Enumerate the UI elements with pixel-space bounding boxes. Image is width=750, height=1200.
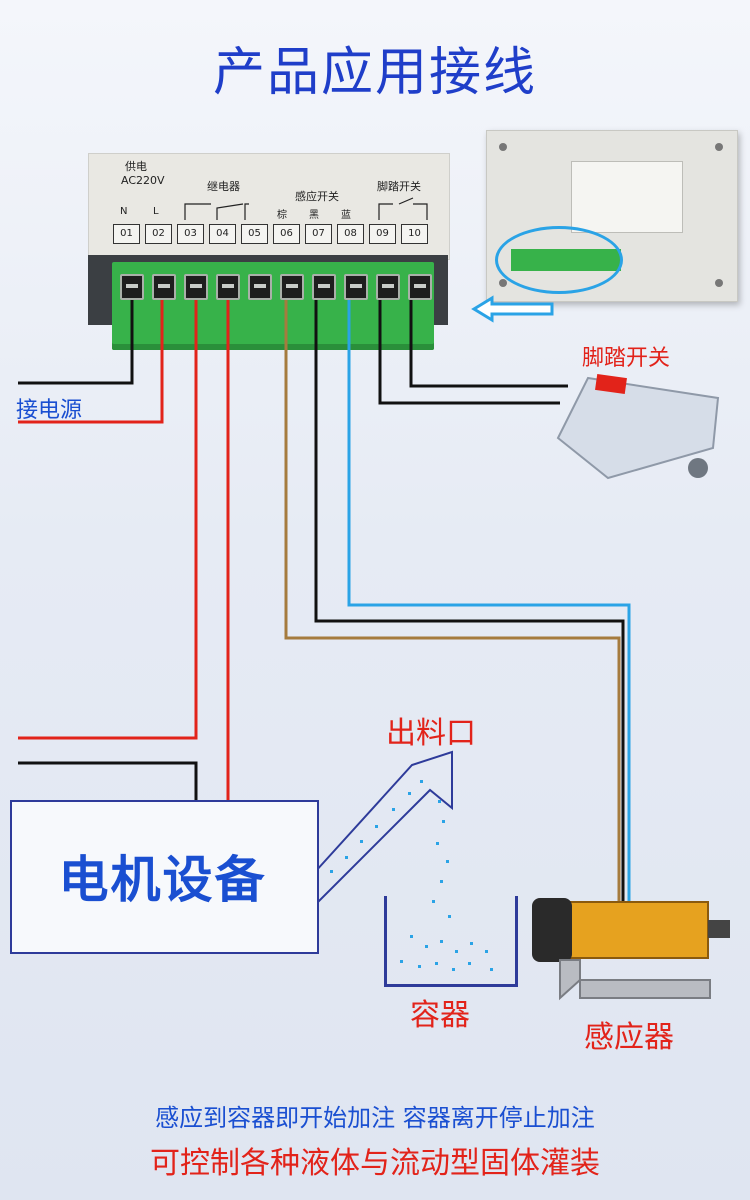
controller-photo: [486, 130, 738, 302]
pin-number: 10: [401, 224, 428, 244]
motor-device-label: 电机设备: [58, 851, 267, 909]
pin-top-label: L: [153, 206, 159, 217]
motor-device-box: [10, 800, 319, 954]
pin-number: 08: [337, 224, 364, 244]
terminal-screw-icon: [120, 274, 144, 300]
wire-power-l: [18, 300, 164, 424]
page-title: 产品应用接线: [212, 43, 537, 103]
wire-power-n: [18, 300, 134, 385]
terminal-screw-icon: [248, 274, 272, 300]
foot-pedal-icon: [556, 373, 720, 480]
pin-number: 07: [305, 224, 332, 244]
wire-pedal-10: [409, 300, 568, 388]
wire-sensor-black: [314, 300, 625, 905]
terminal-screw-icon: [408, 274, 432, 300]
wire-sensor-blue: [347, 300, 631, 905]
relay-contact-icon: [184, 203, 249, 220]
terminal-screw-icon: [312, 274, 336, 300]
sensor-group-label: 感应开关: [295, 190, 339, 203]
foot-pedal-photo: [548, 368, 733, 493]
controller-label-plate: [571, 161, 683, 233]
pin-number: 09: [369, 224, 396, 244]
pin-number: 06: [273, 224, 300, 244]
pedal-group-label: 脚踏开关: [377, 180, 421, 193]
terminal-label-panel: 供电 AC220V 继电器 感应开关 脚踏开关 N L 棕 黑 蓝 01 02 …: [88, 153, 450, 260]
outlet-label: 出料口: [386, 716, 476, 751]
foot-switch-label: 脚踏开关: [582, 346, 671, 371]
container-label: 容器: [410, 998, 470, 1033]
sensor-label: 感应器: [584, 1020, 674, 1055]
power-voltage-label: AC220V: [121, 174, 165, 187]
power-group-label: 供电: [125, 160, 147, 173]
terminal-screw-icon: [344, 274, 368, 300]
container-vessel: [384, 896, 518, 987]
pin-number: 03: [177, 224, 204, 244]
pin-number: 01: [113, 224, 140, 244]
pin-top-label: 蓝: [341, 210, 351, 221]
terminal-screw-icon: [184, 274, 208, 300]
pin-top-label: N: [120, 206, 128, 217]
wire-motor-black: [18, 761, 198, 800]
terminal-screw-icon: [216, 274, 240, 300]
pin-top-label: 棕: [277, 210, 287, 221]
wire-sensor-brown: [284, 300, 621, 905]
footer-description: 感应到容器即开始加注 容器离开停止加注: [155, 1104, 595, 1132]
left-arrow-icon: [471, 295, 554, 323]
terminal-screw-icon: [280, 274, 304, 300]
relay-group-label: 继电器: [207, 180, 240, 193]
power-source-label: 接电源: [16, 398, 83, 423]
photoelectric-sensor-icon: [532, 898, 730, 1001]
screw-hole-icon: [715, 279, 723, 287]
screw-hole-icon: [499, 143, 507, 151]
wire-relay-03: [18, 300, 198, 740]
pin-top-label: 黑: [309, 210, 319, 221]
footer-tagline: 可控制各种液体与流动型固体灌装: [150, 1146, 600, 1181]
pedal-switch-icon: [378, 197, 428, 220]
wire-pedal-09: [378, 300, 560, 405]
pin-number: 04: [209, 224, 236, 244]
material-particles: [330, 780, 493, 971]
terminal-screw-icon: [376, 274, 400, 300]
screw-hole-icon: [715, 143, 723, 151]
chute-outline: [314, 750, 453, 908]
pin-number: 02: [145, 224, 172, 244]
highlight-ellipse: [495, 226, 623, 294]
screw-hole-icon: [499, 279, 507, 287]
pin-number: 05: [241, 224, 268, 244]
terminal-screw-icon: [152, 274, 176, 300]
